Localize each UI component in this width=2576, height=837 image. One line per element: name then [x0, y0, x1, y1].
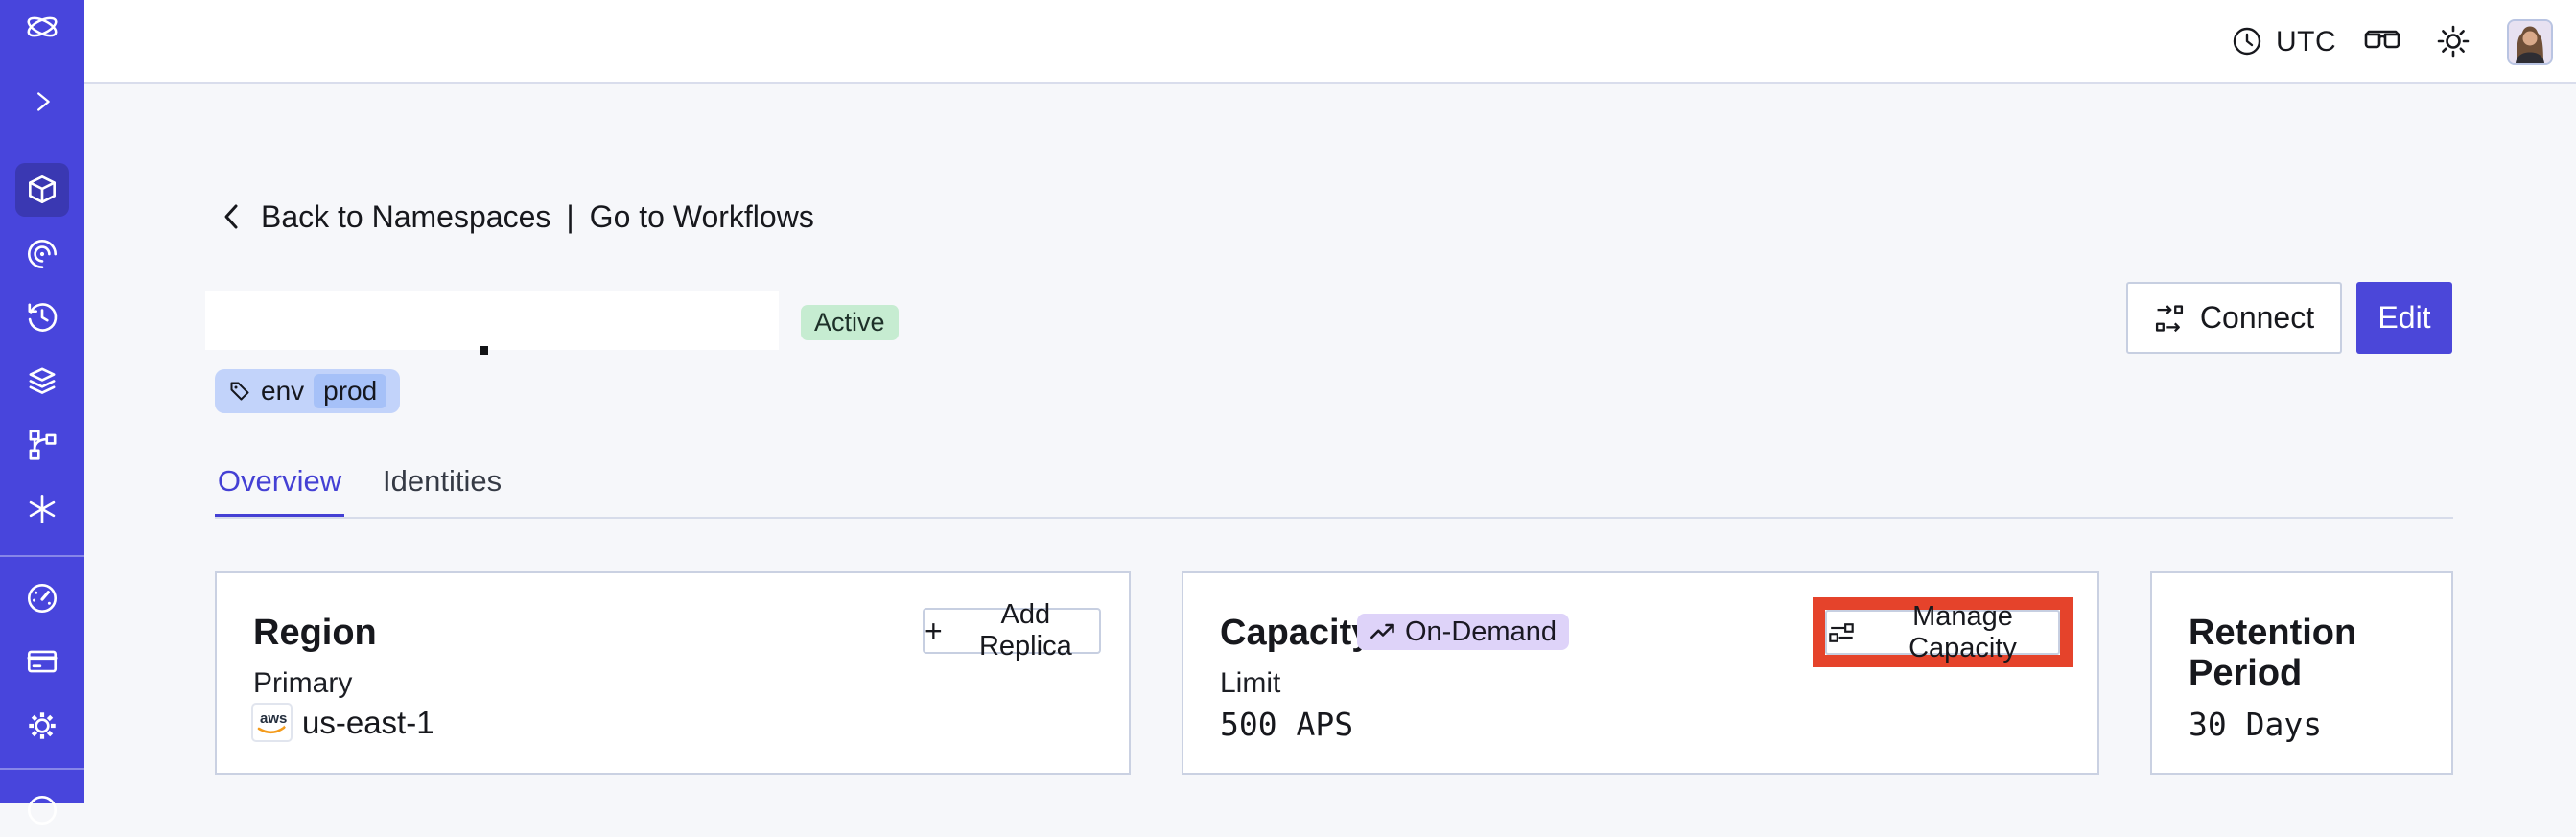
schedules-clock-icon — [24, 299, 60, 336]
billing-card-icon — [24, 643, 60, 680]
namespace-tag-chip[interactable]: env prod — [215, 369, 401, 413]
user-avatar[interactable] — [2507, 19, 2553, 65]
breadcrumb: Back to Namespaces | Go to Workflows — [219, 196, 814, 238]
sidebar-item-billing-card[interactable] — [15, 635, 69, 688]
aws-provider-badge: aws — [251, 703, 293, 742]
edit-button[interactable]: Edit — [2356, 282, 2452, 354]
theme-toggle-button[interactable] — [2432, 23, 2474, 61]
trending-up-icon — [1370, 618, 1396, 645]
usage-gauge-icon — [24, 580, 60, 616]
timezone-label: UTC — [2276, 26, 2337, 58]
ondemand-badge: On-Demand — [1357, 614, 1569, 650]
tag-key: env — [261, 376, 305, 406]
retention-card-title: Retention Period — [2189, 613, 2357, 693]
sliders-icon — [1827, 618, 1856, 647]
region-card: Region + Add Replica Primary aws us-east… — [215, 571, 1131, 775]
sidebar-item-schedules-clock[interactable] — [15, 291, 69, 344]
tag-icon — [228, 380, 251, 403]
status-badge: Active — [801, 305, 899, 340]
main-content: Back to Namespaces | Go to Workflows Act… — [84, 84, 2576, 803]
capacity-card-title: Capacity — [1220, 613, 1372, 653]
sidebar-item-nexus-asterisk[interactable] — [15, 482, 69, 536]
layers-icon — [24, 363, 60, 400]
sidebar-item-support-circle[interactable] — [15, 783, 69, 837]
region-card-title: Region — [253, 613, 377, 653]
namespace-name-redaction — [205, 291, 779, 350]
sun-icon — [2435, 23, 2471, 62]
tabs-divider — [215, 517, 2453, 519]
observability-spiral-icon — [24, 236, 60, 272]
settings-gear-icon — [24, 708, 60, 744]
expand-chevron-icon — [26, 85, 59, 118]
capacity-field-label: Limit — [1220, 667, 1281, 699]
sidebar-item-namespaces-cube[interactable] — [15, 163, 69, 217]
annotation-highlight-box: Manage Capacity — [1813, 597, 2073, 667]
add-replica-label: Add Replica — [978, 599, 1072, 662]
avatar — [2507, 19, 2553, 65]
sidebar-item-settings-gear[interactable] — [15, 699, 69, 753]
sidebar-divider — [0, 768, 84, 770]
manage-capacity-label: Manage Capacity — [1909, 600, 2017, 663]
back-to-namespaces-link[interactable]: Back to Namespaces — [261, 198, 551, 234]
plus-icon: + — [925, 614, 943, 648]
add-replica-button[interactable]: + Add Replica — [923, 599, 1101, 662]
ondemand-label: On-Demand — [1405, 616, 1557, 647]
sidebar — [0, 0, 84, 825]
nexus-asterisk-icon — [24, 491, 60, 527]
sidebar-item-layers[interactable] — [15, 355, 69, 408]
sidebar-item-expand-chevron[interactable] — [15, 75, 69, 128]
connect-button[interactable]: Connect — [2126, 282, 2342, 354]
region-value: us-east-1 — [302, 705, 434, 740]
connect-label: Connect — [2199, 300, 2315, 335]
tab-overview[interactable]: Overview — [217, 464, 342, 498]
sidebar-divider — [0, 555, 84, 557]
manage-capacity-button[interactable]: Manage Capacity — [1825, 601, 2060, 663]
retention-card: Retention Period 30 Days — [2150, 571, 2453, 775]
clock-icon — [2232, 26, 2262, 59]
aws-logo-icon: aws — [257, 710, 287, 734]
tag-value: prod — [314, 374, 387, 408]
tab-identities[interactable]: Identities — [383, 464, 503, 498]
region-field-label: Primary — [253, 667, 353, 699]
capacity-card: Capacity On-Demand — [1182, 571, 2099, 775]
aws-logo-text: aws — [260, 710, 287, 727]
timezone-selector[interactable]: UTC — [2232, 21, 2336, 63]
back-chevron-icon[interactable] — [219, 202, 246, 231]
active-tab-underline — [215, 514, 344, 519]
sidebar-item-usage-gauge[interactable] — [15, 571, 69, 625]
breadcrumb-separator: | — [566, 198, 574, 234]
topbar: UTC — [84, 0, 2576, 84]
capacity-value: 500 APS — [1220, 706, 1354, 743]
app-root: UTC — [0, 0, 2576, 803]
sidebar-item-deployments-branch[interactable] — [15, 418, 69, 472]
redaction-artifact-dot — [480, 346, 488, 355]
glasses-button[interactable] — [2361, 23, 2403, 61]
sidebar-item-temporal-logo[interactable] — [15, 0, 69, 54]
sidebar-item-observability-spiral[interactable] — [15, 227, 69, 281]
temporal-logo-icon — [24, 9, 60, 45]
support-circle-icon — [24, 792, 60, 828]
retention-value: 30 Days — [2189, 706, 2323, 743]
namespaces-cube-icon — [24, 172, 60, 208]
go-to-workflows-link[interactable]: Go to Workflows — [589, 198, 814, 234]
deployments-branch-icon — [24, 427, 60, 463]
connect-icon — [2154, 303, 2185, 334]
glasses-icon — [2362, 26, 2402, 59]
